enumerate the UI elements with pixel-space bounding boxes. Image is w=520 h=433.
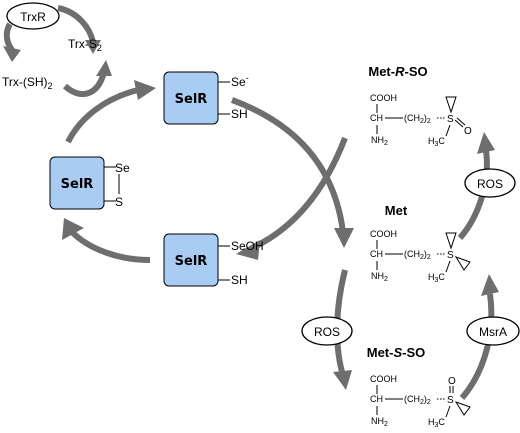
arrowhead-oxidized-to-reduced bbox=[134, 80, 156, 100]
met-s-so-methyl: H3C bbox=[428, 417, 445, 429]
selr-box-seoh bbox=[163, 233, 219, 287]
met-oxidation-cycle: ROS ROS MsrA bbox=[301, 132, 520, 400]
arrowhead-selr-reduces-met-r-so bbox=[334, 228, 354, 248]
met-s-so-oxygen: O bbox=[448, 376, 456, 387]
trxr-arrowhead-right bbox=[85, 40, 101, 54]
selenenic-acid-label: SeOH bbox=[231, 239, 264, 253]
met-s-so-ch: CH bbox=[370, 394, 383, 404]
trxr-arrow-left bbox=[3, 22, 15, 52]
arrowhead-met-to-met-r-so bbox=[477, 132, 495, 154]
selr-box-reduced bbox=[163, 71, 219, 125]
arrow-seoh-to-oxidized bbox=[69, 229, 151, 263]
met-r-so-sulfur: S bbox=[447, 114, 454, 125]
trx-sh2-label: Trx-(SH)2 bbox=[2, 75, 53, 91]
ros-label-bottom: ROS bbox=[314, 325, 340, 339]
bond bbox=[445, 260, 451, 273]
bond bbox=[445, 405, 451, 418]
met-s-so-chain: (CH2)2 bbox=[404, 394, 431, 406]
thiol-label-seoh: SH bbox=[231, 273, 248, 287]
selr-label-seoh: SelR bbox=[175, 254, 208, 269]
met-r-so-title: Met-R-SO bbox=[368, 64, 427, 79]
ros-oval-top bbox=[464, 168, 516, 198]
met-nh2: NH2 bbox=[371, 271, 388, 283]
trxr-label: TrxR bbox=[20, 10, 46, 24]
arrow-oxidized-to-reduced bbox=[65, 87, 139, 144]
met-r-so-lone-pair bbox=[445, 96, 457, 114]
met-cooh: COOH bbox=[370, 229, 397, 239]
arrow-selr-reduces-met-r-so bbox=[230, 97, 346, 233]
arrow-msra-reduction bbox=[459, 293, 495, 400]
met-r-so-ch: CH bbox=[370, 113, 383, 123]
met-r-so-methyl: H3C bbox=[428, 136, 445, 148]
bond bbox=[456, 117, 466, 126]
bond bbox=[445, 124, 451, 137]
met-s-so-title: Met-S-SO bbox=[367, 345, 426, 360]
met-s-so-lone-pair bbox=[454, 401, 471, 416]
arrow-met-r-so-oxidizes-selr bbox=[250, 136, 348, 251]
met-sulfur: S bbox=[447, 250, 454, 261]
selr-box-oxidized bbox=[49, 156, 105, 210]
met-s-so-sulfur: S bbox=[447, 395, 454, 406]
ros-label-top: ROS bbox=[477, 177, 503, 191]
trxr-cycle: TrxR Trx-S2 Trx-(SH)2 bbox=[2, 2, 112, 98]
thiol-label-reduced: SH bbox=[231, 107, 248, 121]
selr-reduced: SelR Se- SH bbox=[163, 71, 249, 125]
met-lone-pair-top bbox=[445, 232, 457, 250]
arrowhead-met-to-met-s-so bbox=[333, 370, 352, 390]
msra-label: MsrA bbox=[479, 325, 507, 339]
trxr-oval bbox=[6, 2, 60, 30]
met-methyl: H3C bbox=[428, 272, 445, 284]
met-s-so-cooh: COOH bbox=[370, 374, 397, 384]
met-s-so-nh2: NH2 bbox=[371, 416, 388, 428]
met-r-so-chain: (CH2)2 bbox=[404, 113, 431, 125]
met-ch: CH bbox=[370, 249, 383, 259]
ros-oval-bottom bbox=[301, 316, 353, 346]
arrowhead-msra-reduction bbox=[481, 274, 499, 296]
arrowhead-met-r-so-oxidizes-selr bbox=[236, 240, 260, 260]
selr-cycle-arrows bbox=[62, 80, 354, 263]
met-r-so-cooh: COOH bbox=[370, 93, 397, 103]
trxr-arrow-right bbox=[57, 5, 96, 43]
met-r-so-nh2: NH2 bbox=[371, 135, 388, 147]
selr-label-reduced: SelR bbox=[175, 92, 208, 107]
trx-exchange-arrowhead bbox=[96, 60, 112, 76]
bond bbox=[454, 119, 464, 128]
selr-label-oxidized: SelR bbox=[61, 177, 94, 192]
msra-oval bbox=[466, 316, 520, 346]
met-structure: Met COOH CH NH2 (CH2)2 S H3C bbox=[370, 203, 471, 284]
trx-s2-label: Trx-S2 bbox=[68, 37, 102, 53]
met-r-so-oxygen: O bbox=[464, 126, 472, 137]
met-title: Met bbox=[385, 203, 408, 218]
selr-selenenic-acid: SelR SeOH SH bbox=[163, 233, 264, 287]
met-r-so-structure: Met-R-SO COOH CH NH2 (CH2)2 S O H3C bbox=[368, 64, 472, 148]
trx-exchange-arrow bbox=[62, 71, 107, 98]
met-s-so-structure: Met-S-SO COOH CH NH2 (CH2)2 S O H3C bbox=[367, 345, 471, 429]
selenylsulfide-se-label: Se bbox=[115, 161, 130, 175]
selr-oxidized: SelR Se S bbox=[49, 156, 130, 210]
trxr-arrowhead-left bbox=[3, 46, 21, 62]
arrowhead-seoh-to-oxidized bbox=[62, 218, 84, 240]
met-chain: (CH2)2 bbox=[404, 249, 431, 261]
met-lone-pair-right bbox=[454, 256, 471, 271]
selenolate-label: Se- bbox=[231, 73, 249, 89]
selenylsulfide-s-label: S bbox=[115, 195, 123, 209]
